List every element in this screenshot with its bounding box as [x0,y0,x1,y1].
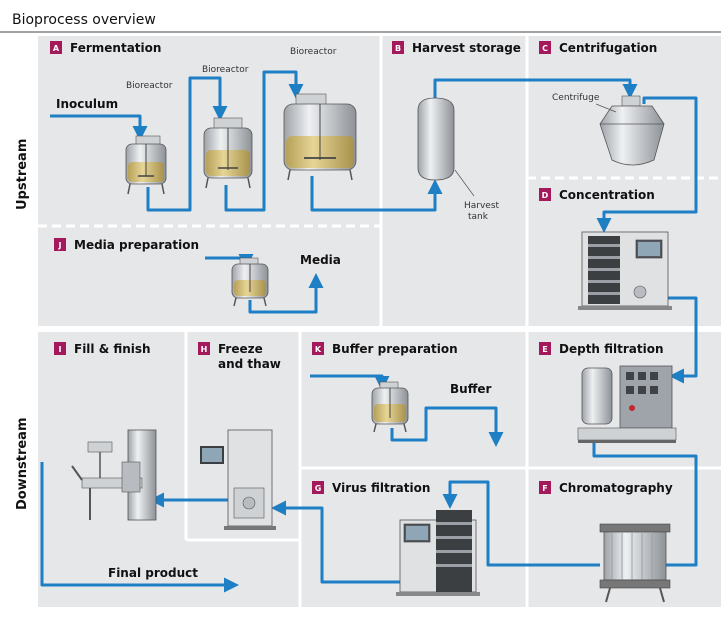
pipe-inoculum [50,114,148,141]
label-tank: tank [468,212,489,222]
svg-text:D: D [542,191,549,200]
stage-downstream: Downstream [15,418,30,511]
section-F: F Chromatography [539,481,673,495]
section-E: E Depth filtration [539,342,664,356]
process-pipes [40,70,698,593]
label-centrifuge: Centrifuge [552,93,600,103]
pipe-depth-to-chromatography [592,430,698,573]
section-D: D Concentration [539,188,655,202]
pipe-bioreactor2-to-3 [224,70,304,212]
section-C: C Centrifugation [539,41,657,55]
section-title-chromatography: Chromatography [559,481,673,495]
label-harvest: Harvest [464,201,500,211]
section-K: K Buffer preparation [312,342,458,356]
svg-text:H: H [201,345,208,354]
label-bioreactor-1: Bioreactor [126,81,173,91]
fill-finish-machine [71,429,157,521]
bioreactor-1 [125,135,167,195]
badge-C [539,41,551,54]
badge-K [312,342,324,355]
section-title-centrifugation: Centrifugation [559,41,657,55]
svg-text:B: B [395,44,401,53]
chromatography-column [599,523,671,603]
dashed-lines [38,176,721,228]
badge-H [198,342,210,355]
section-title-fermentation: Fermentation [70,41,161,55]
badge-G [312,481,324,494]
badge-J [54,238,66,251]
buffer-tank [371,381,409,433]
pipe-virus-to-freeze [271,500,412,584]
svg-text:E: E [542,345,547,354]
section-title-and-thaw: and thaw [218,357,281,371]
section-I: I Fill & finish [54,342,151,356]
freeze-thaw-unit [200,429,276,530]
badge-B [392,41,404,54]
pipe-harvest-to-centrifuge [433,78,638,99]
badge-I [54,342,66,355]
section-title-fill-finish: Fill & finish [74,342,151,356]
label-bioreactor-2: Bioreactor [202,65,249,75]
badge-D [539,188,551,201]
section-A: A Fermentation [50,41,161,55]
pipe-buffer-out [390,406,504,447]
section-title-harvest-storage: Harvest storage [412,41,521,55]
section-title-buffer-preparation: Buffer preparation [332,342,458,356]
label-final-product: Final product [108,566,198,580]
label-buffer: Buffer [450,382,492,396]
depth-filtration-skid [577,365,677,443]
section-title-media-preparation: Media preparation [74,238,199,252]
pipe-final-product [40,462,239,593]
page-title: Bioprocess overview [12,12,156,28]
stage-divider [0,326,721,332]
svg-text:C: C [542,44,548,53]
section-H: H Freeze and thaw [198,342,281,371]
pipe-bioreactor1-to-2 [146,76,228,212]
label-bioreactor-3: Bioreactor [290,47,337,57]
badge-E [539,342,551,355]
svg-text:G: G [315,484,322,493]
section-G: G Virus filtration [312,481,430,495]
section-title-concentration: Concentration [559,188,655,202]
section-title-freeze: Freeze [218,342,263,356]
svg-text:F: F [542,484,547,493]
stage-upstream: Upstream [15,139,30,210]
media-tank [231,257,269,307]
label-inoculum: Inoculum [56,97,118,111]
pipe-bioreactor3-to-harvest [310,176,443,212]
pipe-concentration-to-depth [668,296,698,384]
harvest-tank [417,97,475,197]
grid-lines [184,36,721,607]
pipe-centrifuge-to-concentration [596,96,698,233]
concentration-skid [578,231,672,310]
pipe-media-out [248,273,324,314]
svg-text:K: K [315,345,322,354]
badge-A [50,41,62,54]
section-B: B Harvest storage [392,41,521,55]
pipe-chromatography-to-virus [442,480,600,567]
label-media: Media [300,253,341,267]
svg-text:A: A [53,44,60,53]
bioreactor-3 [283,93,357,181]
section-title-depth-filtration: Depth filtration [559,342,664,356]
section-J: J Media preparation [54,238,199,252]
svg-text:I: I [59,345,62,354]
svg-text:J: J [58,241,62,250]
bioreactor-2 [203,117,253,189]
badge-F [539,481,551,494]
centrifuge [595,95,665,166]
section-title-virus-filtration: Virus filtration [332,481,430,495]
virus-filtration-skid [396,510,480,596]
